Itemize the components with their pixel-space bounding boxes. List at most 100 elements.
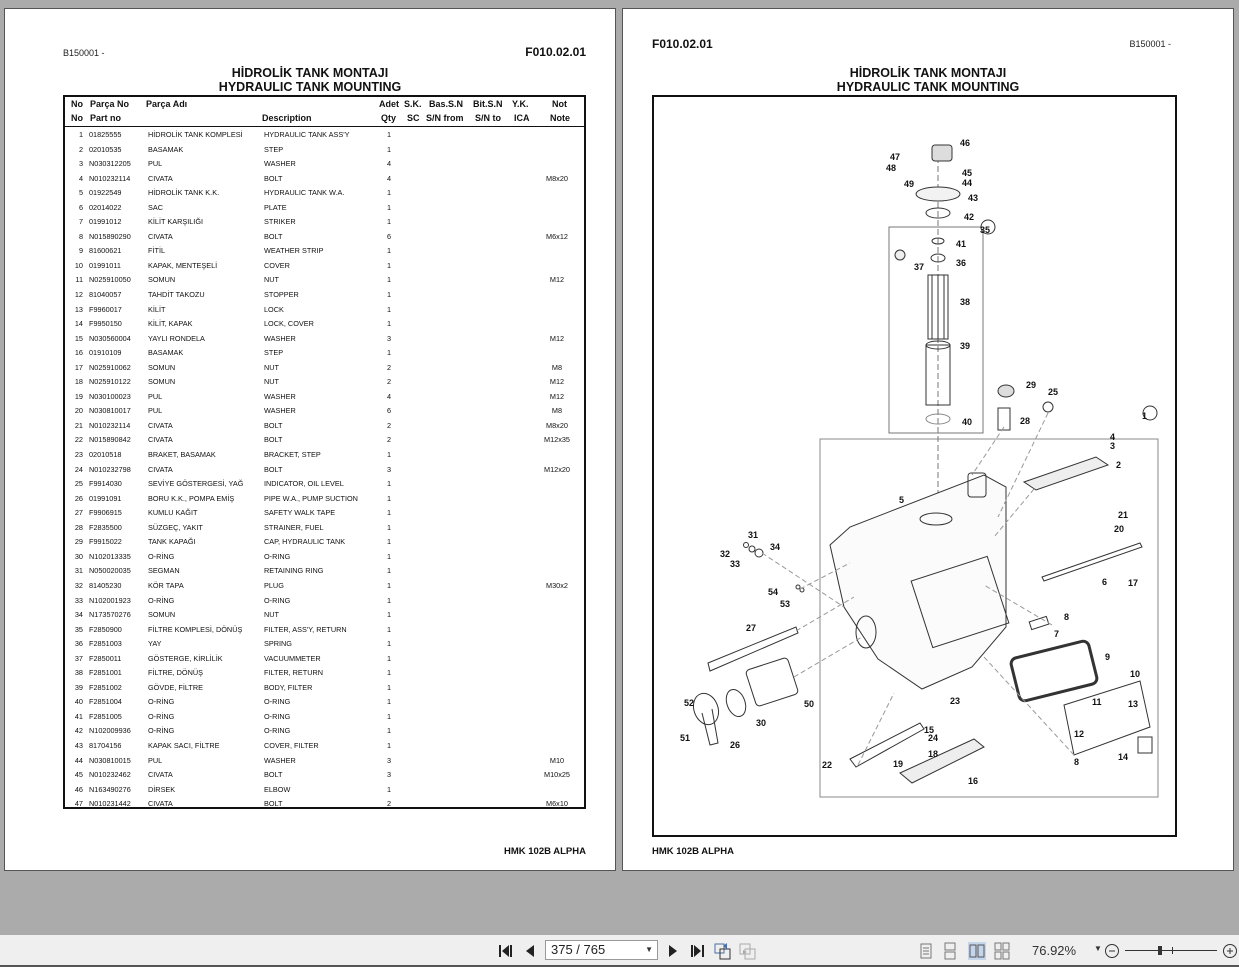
callout-label: 35	[980, 225, 990, 235]
part-description: BOLT	[264, 435, 283, 445]
continuous-page-icon	[944, 942, 956, 960]
quantity: 1	[387, 610, 392, 620]
part-description: STOPPER	[264, 290, 299, 300]
quantity: 4	[387, 159, 392, 169]
item-number: 40	[74, 697, 83, 707]
col-sn-to-en: S/N to	[475, 113, 501, 123]
part-number: N010232798	[89, 464, 131, 474]
zoom-in-button[interactable]	[1220, 941, 1239, 961]
zoom-slider-handle[interactable]	[1158, 946, 1162, 955]
callout-label: 15	[924, 725, 934, 735]
part-name-tr: KAPAK, MENTEŞELİ	[148, 260, 218, 270]
part-number: N025910050	[89, 275, 131, 285]
zoom-level[interactable]: 76.92%	[1032, 943, 1077, 958]
facing-view-button[interactable]	[968, 942, 986, 960]
part-description: WEATHER STRIP	[264, 246, 324, 256]
col-ica: Y.K.	[512, 99, 529, 109]
facing-pages-icon	[969, 944, 985, 958]
item-number: 7	[78, 217, 83, 227]
quantity: 3	[387, 333, 392, 343]
part-description: INDICATOR, OIL LEVEL	[264, 479, 344, 489]
item-number: 25	[74, 479, 83, 489]
zoom-dropdown-icon[interactable]: ▼	[1094, 944, 1102, 953]
col-part-no-en: Part no	[90, 113, 122, 123]
item-number: 43	[74, 740, 83, 750]
item-number: 31	[74, 566, 83, 576]
zoom-slider-track[interactable]	[1125, 950, 1217, 951]
next-view-button[interactable]	[738, 941, 758, 961]
part-name-tr: O-RİNG	[148, 726, 175, 736]
quantity: 1	[387, 784, 392, 794]
part-number: 01825555	[89, 130, 122, 139]
previous-page-button[interactable]	[520, 941, 540, 961]
quantity: 1	[387, 319, 392, 329]
quantity: 1	[387, 624, 392, 634]
table-header: No Parça No Parça Adı Adet S.K. Bas.S.N …	[65, 97, 584, 127]
part-name-tr: KİLİT, KAPAK	[148, 319, 193, 329]
part-description: WASHER	[264, 333, 296, 343]
quantity: 1	[387, 246, 392, 256]
continuous-view-button[interactable]	[941, 942, 959, 960]
part-description: NUT	[264, 377, 279, 387]
single-page-view-button[interactable]	[917, 942, 935, 960]
note: M30x2	[546, 580, 568, 590]
item-number: 16	[74, 348, 83, 358]
part-name-tr: PUL	[148, 159, 163, 169]
quantity: 2	[387, 799, 392, 809]
quantity: 1	[387, 595, 392, 605]
part-number: 02010518	[89, 450, 122, 460]
part-description: O-RING	[264, 726, 291, 736]
item-number: 11	[75, 275, 83, 285]
previous-view-icon	[714, 943, 731, 960]
part-number: N030810017	[89, 406, 131, 416]
next-page-icon	[669, 945, 677, 957]
part-description: FILTER, ASS'Y, RETURN	[264, 624, 347, 634]
note: M8	[551, 406, 563, 416]
part-name-tr: SAC	[148, 202, 164, 212]
part-number: F9915022	[89, 537, 122, 547]
callout-label: 20	[1114, 524, 1124, 534]
part-description: BOLT	[264, 231, 283, 241]
part-name-tr: DİRSEK	[148, 784, 176, 794]
zoom-out-button[interactable]	[1102, 941, 1122, 961]
part-number: N030312205	[89, 159, 131, 169]
section-code: F010.02.01	[652, 37, 713, 51]
note: M10	[549, 755, 565, 765]
callout-label: 13	[1128, 699, 1138, 709]
note: M8x20	[546, 173, 568, 183]
next-page-button[interactable]	[663, 941, 683, 961]
callout-label: 48	[886, 163, 896, 173]
quantity: 1	[387, 348, 392, 358]
last-page-button[interactable]	[688, 941, 708, 961]
note: M8x20	[546, 420, 568, 430]
right-page: F010.02.01 B150001 - HİDROLİK TANK MONTA…	[622, 8, 1234, 871]
previous-view-button[interactable]	[713, 941, 733, 961]
page-number-select[interactable]: 375 / 765 ▼	[545, 940, 658, 960]
part-number: N015890842	[89, 435, 131, 445]
callout-label: 54	[768, 587, 778, 597]
part-name-tr: HİDROLİK TANK KOMPLESİ	[148, 130, 243, 139]
model-footer: HMK 102B ALPHA	[504, 846, 586, 857]
continuous-facing-view-button[interactable]	[993, 942, 1011, 960]
part-name-tr: TANK KAPAĞI	[148, 537, 196, 547]
part-number: 81600621	[89, 246, 122, 256]
first-page-button[interactable]	[496, 941, 516, 961]
item-number: 5	[78, 188, 83, 198]
part-number: N010232114	[89, 420, 131, 430]
item-number: 33	[74, 595, 83, 605]
part-description: PIPE W.A., PUMP SUCTION	[264, 493, 358, 503]
callout-label: 32	[720, 549, 730, 559]
quantity: 1	[387, 697, 392, 707]
